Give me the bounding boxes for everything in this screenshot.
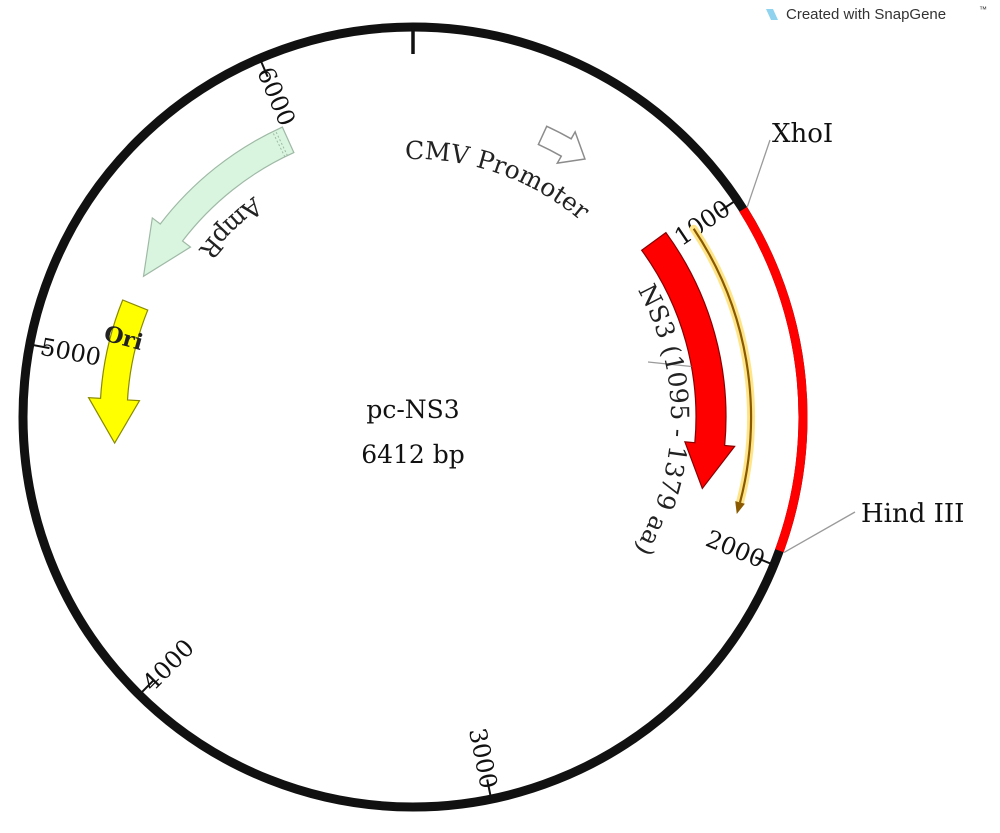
snapgene-logo-icon [766, 9, 778, 20]
tick-mark [258, 57, 269, 78]
tick-mark [138, 679, 155, 696]
watermark-tm: ™ [979, 5, 987, 14]
orf-arrowhead [735, 501, 745, 514]
tick-mark [486, 779, 493, 800]
tick-label-2000: 2000 [702, 525, 769, 574]
plasmid-size: 6412 bp [361, 440, 465, 469]
orf-line[interactable] [692, 228, 753, 503]
tick-label-6000: 6000 [251, 63, 301, 130]
xhoi-leader-line [746, 139, 771, 207]
insert-region [739, 206, 808, 553]
tick-mark [754, 556, 775, 566]
ampr-feature-arrow[interactable] [142, 126, 295, 278]
tick-label-4000: 4000 [137, 634, 200, 697]
tick-label-3000: 3000 [463, 726, 503, 791]
tick-mark [29, 343, 50, 350]
tick-mark [719, 198, 738, 212]
ns3-feature-arrow[interactable] [640, 231, 736, 490]
ns3-leader-line [647, 361, 692, 368]
watermark-text: Created with SnapGene [786, 6, 946, 23]
ampr-segment-divider [272, 131, 286, 158]
cmv-promoter-arrow[interactable] [537, 125, 586, 165]
ori-feature-arrow[interactable] [87, 299, 149, 445]
xhoi-site-label[interactable]: XhoI [772, 119, 833, 149]
hindiii-site-label[interactable]: Hind III [861, 499, 964, 529]
hindiii-leader-line [783, 511, 856, 553]
watermark: Created with SnapGene ™ [766, 5, 987, 23]
tick-label-5000: 5000 [38, 333, 103, 372]
ampr-segment-divider [274, 130, 288, 156]
plasmid-name: pc-NS3 [366, 395, 459, 424]
